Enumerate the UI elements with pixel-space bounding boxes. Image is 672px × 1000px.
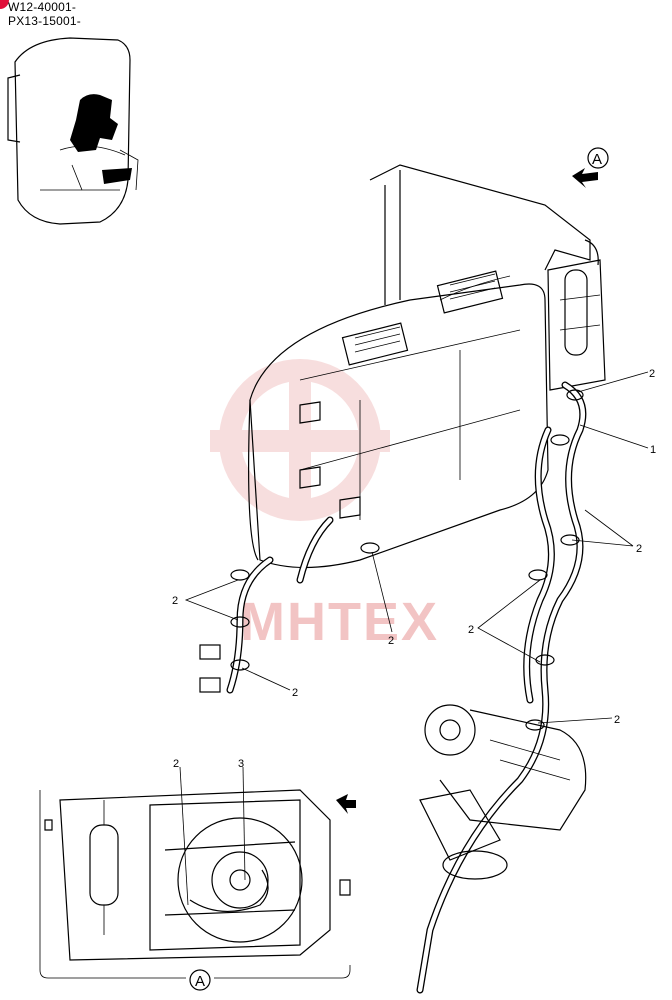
callout-2-clamp-right: 2 <box>636 543 642 555</box>
ac-hoses <box>226 381 587 994</box>
page-marker-dot <box>0 0 9 9</box>
serial-range-2: PX13-15001- <box>8 14 81 28</box>
hose-clamps <box>199 389 584 731</box>
callout-1-hose: 1 <box>650 444 656 456</box>
compressor <box>419 704 587 880</box>
callout-2-clamp-mid: 2 <box>468 624 474 636</box>
callout-2-clamp-upper: 2 <box>649 368 655 380</box>
callout-2-clamp-compressor: 2 <box>614 714 620 726</box>
cab-locator-thumbnail <box>7 37 139 225</box>
callout-2-clamp-left: 2 <box>172 595 178 607</box>
inset-view-a <box>39 766 356 991</box>
callout-2-clamp-lower-left: 2 <box>292 687 298 699</box>
view-a-label: A <box>592 151 602 168</box>
receiver-drier-assembly <box>547 239 606 391</box>
watermark-text: MHTEX <box>240 592 439 652</box>
callout-2-inset: 2 <box>173 758 179 770</box>
air-conditioner-unit <box>248 164 591 569</box>
view-a-arrow <box>572 147 609 188</box>
serial-range-1: W12-40001- <box>8 0 77 14</box>
callout-2-clamp-center: 2 <box>388 635 394 647</box>
callout-3-inset: 3 <box>238 758 244 770</box>
watermark-gear-logo <box>210 359 390 521</box>
inset-view-a-label: A <box>195 973 205 990</box>
leader-lines <box>184 371 649 724</box>
